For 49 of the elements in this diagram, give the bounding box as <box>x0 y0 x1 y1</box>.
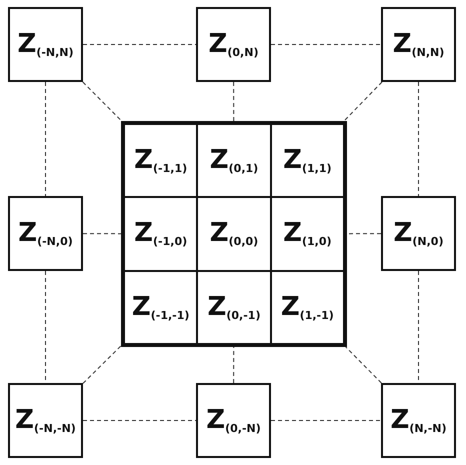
square-node <box>196 7 271 82</box>
grid-cell <box>270 270 344 344</box>
dashed-connector <box>345 346 382 384</box>
square-node <box>381 383 456 458</box>
dashed-connector <box>270 420 382 421</box>
dashed-connector <box>344 82 382 122</box>
node-label: Z$_{(N,N)}$ <box>392 31 444 58</box>
dashed-connector <box>233 82 234 122</box>
square-node <box>381 196 456 271</box>
dashed-connector <box>82 44 196 45</box>
square-node <box>8 383 83 458</box>
node-label: Z$_{(-N,N)}$ <box>17 31 74 58</box>
node-label: Z$_{(-1,-1)}$ <box>132 294 190 321</box>
dashed-connector <box>270 44 382 45</box>
node-label: Z$_{(-1,1)}$ <box>134 147 188 174</box>
node-label: Z$_{(1,1)}$ <box>283 147 332 174</box>
node-label: Z$_{(-N,-N)}$ <box>15 407 76 434</box>
grid-cell <box>197 270 271 344</box>
dashed-connector <box>82 82 122 122</box>
dashed-connector <box>45 82 46 196</box>
dashed-connector <box>233 346 234 384</box>
node-label: Z$_{(N,-N)}$ <box>390 407 447 434</box>
node-label: Z$_{(N,0)}$ <box>394 220 444 247</box>
grid-cell <box>270 124 344 198</box>
node-label: Z$_{(-1,0)}$ <box>134 220 188 248</box>
node-label: Z$_{(1,0)}$ <box>283 220 332 248</box>
grid-frame <box>121 121 347 347</box>
node-label: Z$_{(0,-N)}$ <box>206 407 261 434</box>
grid-cell <box>270 197 344 271</box>
node-label: Z$_{(1,-1)}$ <box>280 294 334 321</box>
dashed-connector <box>418 82 419 196</box>
dashed-connector <box>346 233 382 234</box>
square-node <box>196 383 271 458</box>
node-label: Z$_{(-N,0)}$ <box>18 220 73 247</box>
grid-cell <box>197 124 271 198</box>
node-label: Z$_{(0,1)}$ <box>210 147 258 174</box>
grid-cell <box>124 124 198 198</box>
node-label: Z$_{(0,-1)}$ <box>208 294 260 321</box>
dashed-connector <box>82 233 122 234</box>
square-node <box>8 196 83 271</box>
dashed-connector <box>82 420 196 421</box>
dashed-connector <box>82 345 122 384</box>
node-label: Z$_{(0,0)}$ <box>210 220 258 248</box>
grid-cell <box>124 270 198 344</box>
grid-cell <box>124 197 198 271</box>
node-label: Z$_{(0,N)}$ <box>208 31 258 58</box>
square-node <box>8 7 83 82</box>
grid-cell <box>197 197 271 271</box>
square-node <box>381 7 456 82</box>
